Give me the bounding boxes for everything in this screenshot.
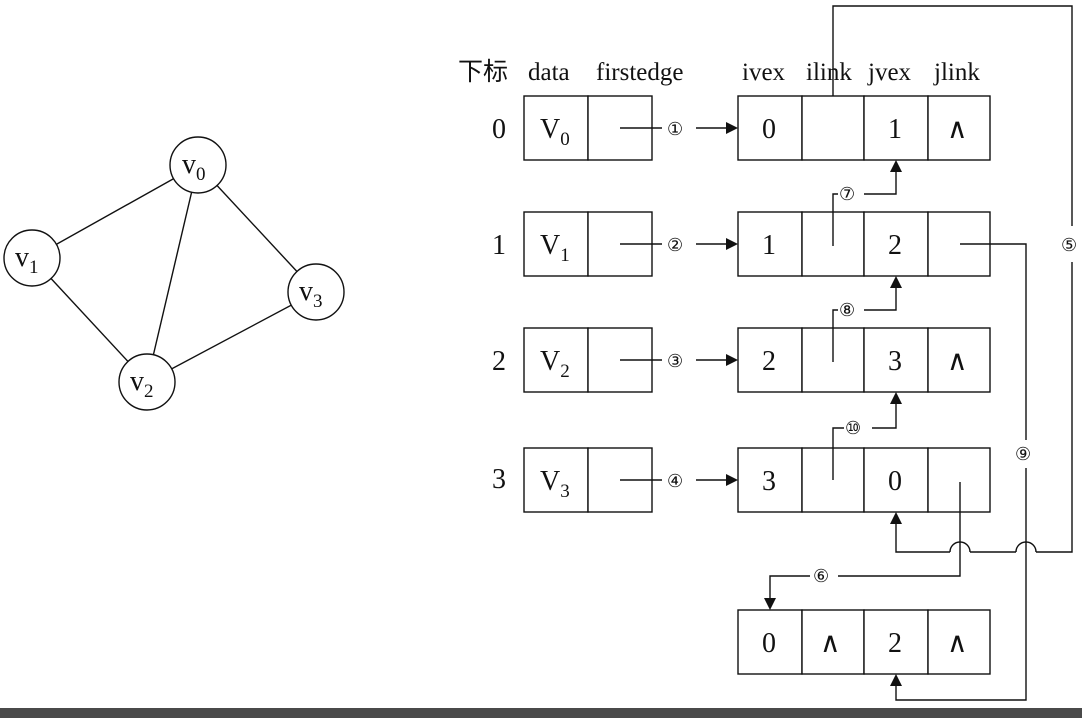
svg-text:v2: v2 bbox=[130, 366, 154, 402]
vertex-row-3: 3 V3 bbox=[492, 447, 653, 513]
arrow-label-1: ① bbox=[667, 119, 683, 139]
edge-node-4: 0 ∧ 2 ∧ bbox=[737, 609, 991, 675]
header-jvex: jvex bbox=[867, 59, 912, 86]
graph-node-v1: v1 bbox=[3, 229, 61, 287]
svg-text:V0: V0 bbox=[540, 114, 570, 150]
graph-node-v2: v2 bbox=[118, 353, 176, 411]
svg-text:v0: v0 bbox=[182, 149, 206, 185]
vertex-index: 3 bbox=[492, 464, 506, 495]
arrowheads bbox=[726, 122, 902, 686]
svg-text:v1: v1 bbox=[15, 242, 39, 278]
column-headers: 下标 data firstedge ivex ilink jvex jlink bbox=[458, 58, 980, 86]
graph-edges bbox=[31, 164, 317, 383]
arrow-label-6: ⑥ bbox=[813, 566, 829, 586]
graph-node-v3: v3 bbox=[287, 263, 345, 321]
svg-text:∧: ∧ bbox=[947, 114, 968, 145]
svg-text:3: 3 bbox=[888, 346, 902, 377]
header-data: data bbox=[528, 59, 570, 86]
header-index: 下标 bbox=[458, 58, 508, 86]
edge-node-3: 3 0 bbox=[737, 447, 991, 513]
svg-text:2: 2 bbox=[888, 628, 902, 659]
svg-text:1: 1 bbox=[888, 114, 902, 145]
vertex-index: 2 bbox=[492, 346, 506, 377]
arrow-label-2: ② bbox=[667, 235, 683, 255]
edge-node-0: 0 1 ∧ bbox=[737, 95, 991, 161]
arrow-label-4: ④ bbox=[667, 471, 683, 491]
vertex-index: 1 bbox=[492, 230, 506, 261]
svg-text:∧: ∧ bbox=[947, 628, 968, 659]
arrow-label-9: ⑨ bbox=[1015, 444, 1031, 464]
arrow-label-5: ⑤ bbox=[1061, 235, 1077, 255]
header-jlink: jlink bbox=[933, 59, 980, 86]
svg-text:0: 0 bbox=[762, 628, 776, 659]
edge-node-2: 2 3 ∧ bbox=[737, 327, 991, 393]
svg-text:∧: ∧ bbox=[947, 346, 968, 377]
edge-node-1: 1 2 bbox=[737, 211, 991, 277]
header-ivex: ivex bbox=[742, 59, 786, 86]
svg-text:0: 0 bbox=[762, 114, 776, 145]
svg-text:1: 1 bbox=[762, 230, 776, 261]
arrow-label-8: ⑧ bbox=[839, 300, 855, 320]
arrow-label-10: ⑩ bbox=[845, 418, 861, 438]
svg-text:3: 3 bbox=[762, 466, 776, 497]
svg-text:v3: v3 bbox=[299, 276, 323, 312]
svg-text:2: 2 bbox=[888, 230, 902, 261]
bottom-bar bbox=[0, 708, 1082, 718]
arrow-label-7: ⑦ bbox=[839, 184, 855, 204]
svg-text:V1: V1 bbox=[540, 230, 570, 266]
svg-text:2: 2 bbox=[762, 346, 776, 377]
header-firstedge: firstedge bbox=[596, 59, 683, 86]
svg-text:0: 0 bbox=[888, 466, 902, 497]
svg-text:∧: ∧ bbox=[820, 628, 841, 659]
arrow-labels: ① ② ③ ④ ⑤ ⑥ ⑦ ⑧ ⑨ ⑩ bbox=[667, 119, 1077, 586]
graph-node-v0: v0 bbox=[169, 136, 227, 194]
vertex-index: 0 bbox=[492, 114, 506, 145]
header-ilink: ilink bbox=[806, 59, 852, 86]
arrow-label-3: ③ bbox=[667, 351, 683, 371]
svg-text:V3: V3 bbox=[540, 466, 570, 502]
pointer-lines bbox=[620, 5, 1073, 701]
svg-text:V2: V2 bbox=[540, 346, 570, 382]
